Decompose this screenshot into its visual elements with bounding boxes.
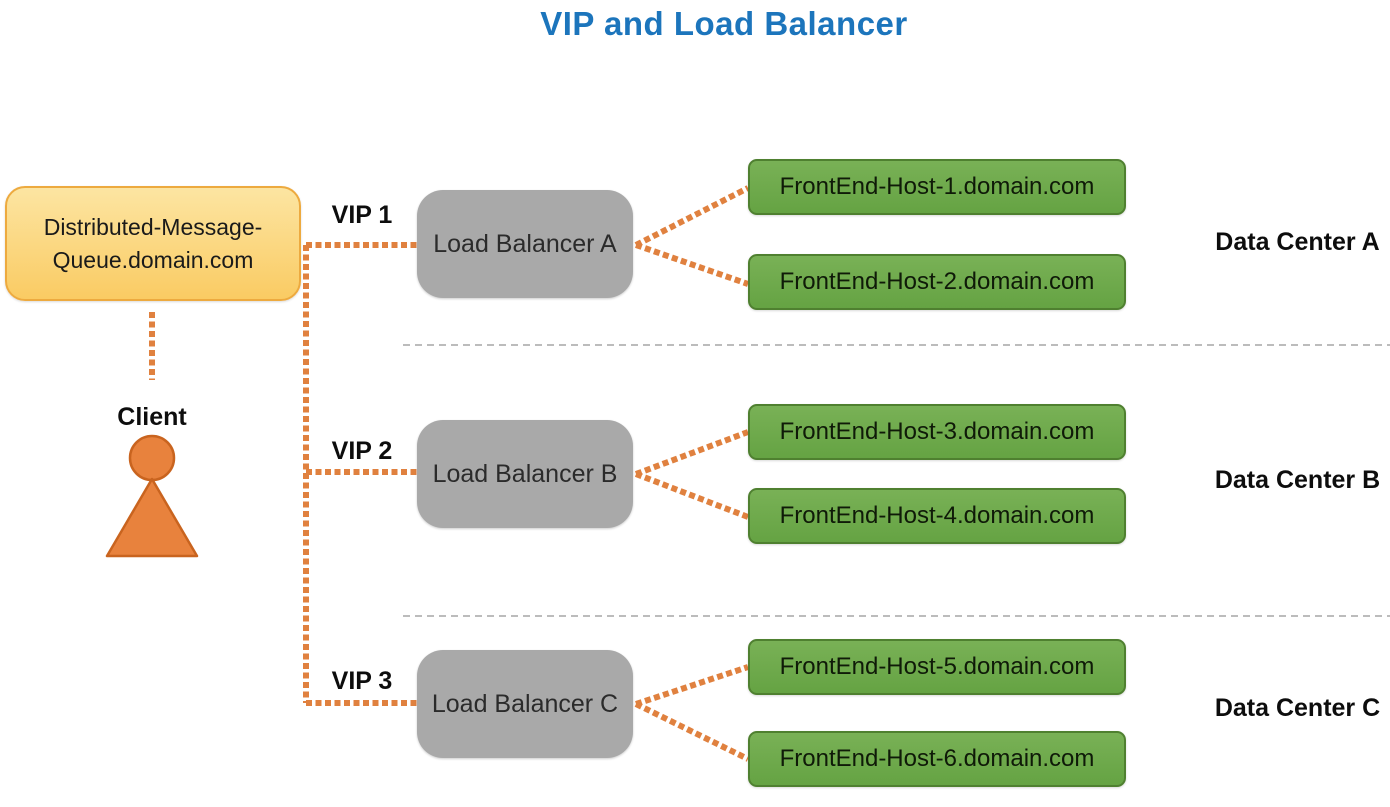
vip-label-3: VIP 3	[331, 667, 393, 695]
load-balancer-box-c: Load Balancer C	[417, 650, 633, 758]
connector-lba-host2	[635, 242, 749, 287]
connector-lbc-host5	[635, 664, 749, 707]
client-label: Client	[117, 403, 187, 431]
client-person-icon	[105, 434, 199, 558]
data-center-label-b: Data Center B	[1214, 466, 1381, 494]
frontend-host-label: FrontEnd-Host-5.domain.com	[779, 653, 1095, 680]
frontend-host-box-6: FrontEnd-Host-6.domain.com	[748, 731, 1126, 787]
frontend-host-box-1: FrontEnd-Host-1.domain.com	[748, 159, 1126, 215]
data-center-label-a: Data Center A	[1215, 228, 1380, 256]
frontend-host-box-2: FrontEnd-Host-2.domain.com	[748, 254, 1126, 310]
frontend-host-label: FrontEnd-Host-4.domain.com	[779, 502, 1095, 529]
frontend-host-label: FrontEnd-Host-6.domain.com	[779, 745, 1095, 772]
load-balancer-label: Load Balancer C	[431, 689, 619, 718]
data-center-label-c: Data Center C	[1214, 694, 1381, 722]
connector-lbb-host3	[634, 429, 750, 477]
load-balancer-label: Load Balancer A	[433, 229, 617, 258]
frontend-host-box-5: FrontEnd-Host-5.domain.com	[748, 639, 1126, 695]
connector-lba-host1	[634, 185, 750, 248]
frontend-host-box-3: FrontEnd-Host-3.domain.com	[748, 404, 1126, 460]
load-balancer-box-b: Load Balancer B	[417, 420, 633, 528]
load-balancer-box-a: Load Balancer A	[417, 190, 633, 298]
frontend-host-box-4: FrontEnd-Host-4.domain.com	[748, 488, 1126, 544]
vip-label-1: VIP 1	[331, 201, 393, 229]
frontend-host-label: FrontEnd-Host-2.domain.com	[779, 268, 1095, 295]
frontend-host-label: FrontEnd-Host-3.domain.com	[779, 418, 1095, 445]
diagram-title: VIP and Load Balancer	[540, 5, 908, 42]
message-queue-box: Distributed-Message- Queue.domain.com	[5, 186, 301, 301]
load-balancer-label: Load Balancer B	[432, 459, 618, 488]
connector-lbc-host6	[634, 701, 750, 762]
frontend-host-label: FrontEnd-Host-1.domain.com	[779, 173, 1095, 200]
vip-label-2: VIP 2	[331, 437, 393, 465]
connector-lbb-host4	[634, 471, 750, 520]
message-queue-label: Distributed-Message- Queue.domain.com	[43, 214, 263, 273]
